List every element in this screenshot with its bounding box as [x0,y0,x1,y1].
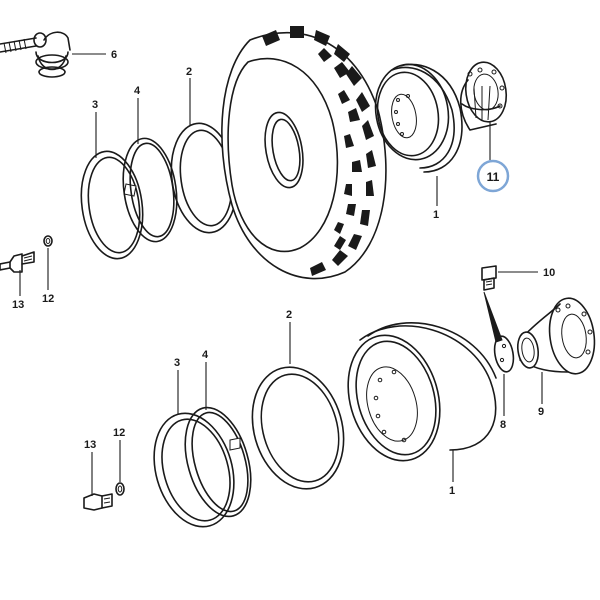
callout-13-upper: 13 [12,299,24,311]
callout-3-lower: 3 [174,357,180,369]
hub-part-9 [516,297,596,375]
callout-13-lower: 13 [84,439,96,451]
callout-12-lower: 12 [113,427,125,439]
callout-11: 11 [487,170,500,184]
callout-4-lower: 4 [202,349,209,361]
leader-lines [19,53,543,496]
callout-3-upper: 3 [92,99,98,111]
highlight-ring [476,159,510,193]
callout-6: 6 [111,49,117,61]
callout-1-upper: 1 [433,209,439,221]
flap-ring-part-2-lower [251,366,345,490]
callout-9: 9 [538,406,544,418]
callout-10: 10 [543,267,555,279]
lock-ring-part-4-lower [184,406,252,518]
callout-labels: 6 3 4 2 1 13 12 10 2 3 4 13 12 8 9 1 [12,49,555,497]
split-ring-part-3-lower [153,412,235,528]
rim-part-1-upper [374,63,463,173]
rim-part-1-lower [347,322,497,462]
bolt-and-washer-upper [0,235,53,273]
callout-11-highlight: 11 [476,159,510,193]
split-ring-part-3-upper [80,150,144,260]
valve-part-6 [0,31,71,78]
hub-part-11 [459,61,508,131]
callout-12-upper: 12 [42,293,54,305]
callout-2-upper: 2 [186,66,192,78]
callout-4-upper: 4 [134,85,141,97]
callout-2-lower: 2 [286,309,292,321]
bolt-part-10 [481,265,503,343]
bolt-and-washer-lower [83,482,125,511]
tyre [221,26,387,280]
callout-8: 8 [500,419,506,431]
callout-1-lower: 1 [449,485,455,497]
